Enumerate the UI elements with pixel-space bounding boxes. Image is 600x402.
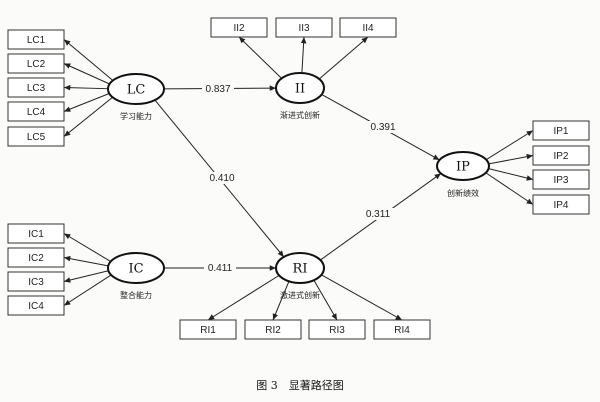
loading-arrow-ic2 bbox=[63, 255, 109, 267]
indicator-box-ic4: IC4 bbox=[7, 295, 65, 316]
indicator-label: IP3 bbox=[553, 175, 568, 186]
path-coefficient-ii-ip: 0.391 bbox=[370, 122, 395, 133]
latent-name: 学习能力 bbox=[120, 111, 152, 121]
indicator-label: IC2 bbox=[28, 253, 44, 264]
loading-arrow-ri2 bbox=[272, 281, 290, 321]
loading-arrow-lc3 bbox=[63, 84, 109, 91]
indicator-box-ip2: IP2 bbox=[532, 145, 590, 166]
loading-arrow-lc5 bbox=[63, 96, 113, 137]
indicator-label: II4 bbox=[362, 23, 374, 34]
indicator-box-ic2: IC2 bbox=[7, 247, 65, 268]
loading-arrow-ip4 bbox=[485, 172, 534, 205]
indicator-label: RI1 bbox=[200, 325, 216, 336]
indicator-box-ii2: II2 bbox=[210, 17, 268, 38]
loading-arrow-ip2 bbox=[488, 153, 534, 165]
indicator-label: RI4 bbox=[394, 325, 410, 336]
latent-label: IP bbox=[456, 160, 470, 175]
indicator-label: LC4 bbox=[27, 107, 46, 118]
loading-arrow-ii3 bbox=[300, 36, 307, 74]
indicator-label: IC4 bbox=[28, 301, 44, 312]
indicator-box-ic3: IC3 bbox=[7, 271, 65, 292]
figure-caption: 图 3 显著路径图 bbox=[256, 378, 344, 392]
indicator-box-lc5: LC5 bbox=[7, 126, 65, 147]
loading-arrow-lc2 bbox=[63, 63, 110, 85]
indicator-label: LC2 bbox=[27, 59, 46, 70]
indicator-box-ip3: IP3 bbox=[532, 169, 590, 190]
latent-name: 整合能力 bbox=[120, 290, 152, 300]
latent-label: RI bbox=[293, 262, 308, 277]
indicator-label: LC1 bbox=[27, 35, 46, 46]
indicator-label: IC3 bbox=[28, 277, 44, 288]
path-coefficient-lc-ii: 0.837 bbox=[205, 84, 230, 95]
indicator-label: IP4 bbox=[553, 200, 568, 211]
indicator-box-ri3: RI3 bbox=[308, 319, 366, 340]
loading-arrow-ic3 bbox=[63, 270, 109, 283]
indicator-label: II2 bbox=[233, 23, 245, 34]
indicator-label: RI2 bbox=[265, 325, 281, 336]
indicator-box-ip1: IP1 bbox=[532, 120, 590, 141]
indicator-box-ic1: IC1 bbox=[7, 223, 65, 244]
path-coefficient-lc-ri: 0.410 bbox=[209, 173, 234, 184]
indicator-box-lc3: LC3 bbox=[7, 77, 65, 98]
loading-arrow-ri3 bbox=[313, 279, 338, 321]
latent-name: 渐进式创新 bbox=[280, 110, 320, 120]
latent-label: II bbox=[295, 82, 305, 97]
indicator-box-ri2: RI2 bbox=[244, 319, 302, 340]
latent-ri: RI 激进式创新 bbox=[275, 252, 325, 300]
indicator-box-ri4: RI4 bbox=[373, 319, 431, 340]
indicator-box-lc4: LC4 bbox=[7, 101, 65, 122]
coef-background bbox=[367, 121, 399, 133]
latent-ii: II 渐进式创新 bbox=[275, 72, 325, 120]
loading-arrow-lc4 bbox=[63, 93, 110, 112]
loading-arrow-ii2 bbox=[238, 36, 282, 79]
loading-arrow-ic1 bbox=[63, 233, 112, 262]
path-coefficient-ri-ip: 0.311 bbox=[366, 209, 391, 220]
indicator-label: IP1 bbox=[553, 126, 568, 137]
indicator-label: RI3 bbox=[329, 325, 345, 336]
latent-name: 激进式创新 bbox=[280, 290, 320, 300]
loading-arrow-ip3 bbox=[488, 168, 534, 181]
indicator-box-ip4: IP4 bbox=[532, 194, 590, 215]
path-coefficient-ic-ri: 0.411 bbox=[208, 263, 233, 274]
latent-label: IC bbox=[128, 262, 143, 277]
loading-arrow-ii4 bbox=[318, 36, 369, 80]
indicator-box-ii4: II4 bbox=[339, 17, 397, 38]
indicator-box-lc2: LC2 bbox=[7, 53, 65, 74]
latent-label: LC bbox=[127, 83, 146, 98]
latent-ic: IC 整合能力 bbox=[107, 252, 165, 300]
coef-background bbox=[206, 172, 238, 184]
loading-arrow-ic4 bbox=[63, 274, 112, 306]
latent-ip: IP 创新绩效 bbox=[436, 151, 490, 198]
indicator-box-ii3: II3 bbox=[275, 17, 333, 38]
coef-background bbox=[204, 262, 236, 274]
latent-name: 创新绩效 bbox=[447, 188, 479, 198]
loading-arrow-ri4 bbox=[321, 274, 403, 321]
indicator-box-lc1: LC1 bbox=[7, 29, 65, 50]
loading-arrow-ri1 bbox=[207, 274, 280, 321]
loading-arrow-ip1 bbox=[485, 130, 534, 161]
loading-arrow-lc1 bbox=[63, 39, 114, 81]
indicator-label: II3 bbox=[298, 23, 310, 34]
coef-background bbox=[362, 208, 394, 220]
latent-lc: LC 学习能力 bbox=[107, 73, 165, 121]
indicator-label: IP2 bbox=[553, 151, 568, 162]
indicator-label: LC5 bbox=[27, 132, 46, 143]
indicator-box-ri1: RI1 bbox=[179, 319, 237, 340]
indicator-label: IC1 bbox=[28, 229, 44, 240]
indicator-label: LC3 bbox=[27, 83, 46, 94]
coef-background bbox=[202, 83, 234, 95]
